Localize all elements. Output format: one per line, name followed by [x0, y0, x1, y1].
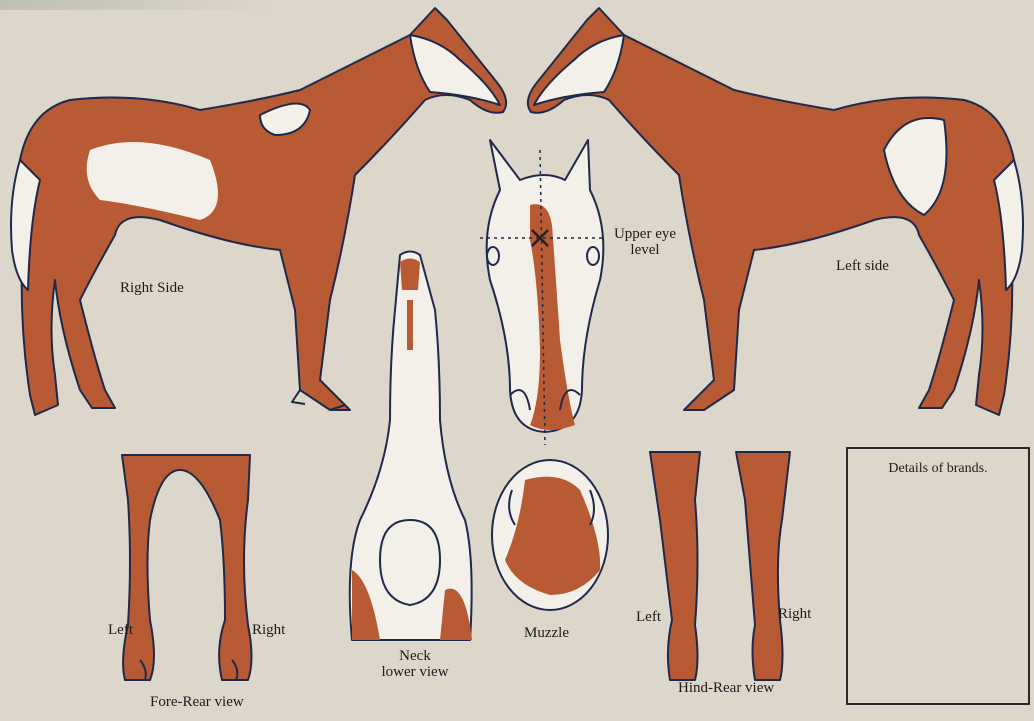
- label-neck-line2: lower view: [370, 664, 460, 680]
- label-muzzle: Muzzle: [524, 625, 569, 641]
- label-right-side: Right Side: [120, 280, 184, 296]
- label-upper-eye-line1: Upper eye: [610, 226, 680, 242]
- brands-details-box[interactable]: Details of brands.: [846, 447, 1030, 705]
- fore-rear-view-figure: [122, 455, 252, 680]
- label-hind-rear-view: Hind-Rear view: [678, 680, 774, 696]
- label-fore-left: Left: [108, 622, 133, 638]
- label-neck-lower-view: Neck lower view: [370, 648, 460, 680]
- horse-left-side-figure: [528, 8, 1023, 415]
- label-neck-line1: Neck: [370, 648, 460, 664]
- label-fore-right: Right: [252, 622, 285, 638]
- label-upper-eye-line2: level: [610, 242, 680, 258]
- hind-rear-view-figure: [650, 452, 790, 680]
- neck-lower-view-figure: [350, 252, 472, 641]
- label-upper-eye-level: Upper eye level: [610, 226, 680, 258]
- label-hind-left: Left: [636, 609, 661, 625]
- label-fore-rear-view: Fore-Rear view: [150, 694, 244, 710]
- muzzle-figure: [492, 460, 608, 610]
- label-left-side: Left side: [836, 258, 889, 274]
- brands-title: Details of brands.: [848, 461, 1028, 477]
- head-front-view-figure: [480, 140, 603, 445]
- label-hind-right: Right: [778, 606, 811, 622]
